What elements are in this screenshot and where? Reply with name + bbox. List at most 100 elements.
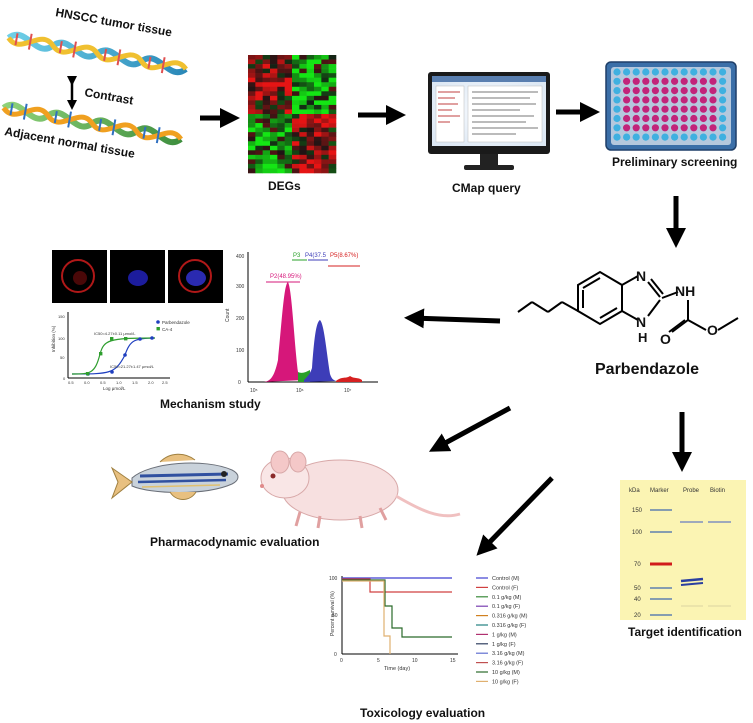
mouse-illustration — [260, 450, 461, 529]
survival-legend-label: Control (F) — [492, 585, 518, 591]
heatmap-cell — [284, 118, 293, 124]
heatmap-cell — [277, 100, 285, 106]
dose-response-chart: Inhibition (%) Log μmol/L IC50=4.27±0.11… — [51, 312, 190, 391]
heatmap-cell — [284, 104, 293, 110]
heatmap-cell — [299, 95, 307, 101]
survival-legend-label: 3.16 g/kg (F) — [492, 661, 523, 667]
heatmap-cell — [328, 123, 337, 128]
heatmap-cell — [255, 86, 263, 92]
heatmap-cell — [277, 104, 285, 110]
heatmap-cell — [262, 163, 271, 169]
heatmap-cell — [321, 168, 329, 174]
survival-legend-label: 0.316 g/kg (M) — [492, 614, 528, 620]
heatmap-cell — [299, 86, 307, 92]
heatmap-cell — [277, 127, 285, 133]
well — [661, 114, 669, 123]
well — [632, 68, 640, 76]
dose-xtick-6: 2.5 — [162, 380, 168, 385]
heatmap-cell — [299, 82, 307, 88]
well — [613, 68, 621, 76]
dose-xtick-4: 1.5 — [132, 380, 138, 385]
well — [690, 96, 698, 104]
heatmap-cell — [314, 127, 322, 133]
heatmap-cell — [262, 168, 271, 174]
heatmap-cell — [277, 91, 285, 97]
heatmap-cell — [270, 154, 278, 160]
heatmap-cell — [255, 104, 263, 110]
heatmap-cell — [314, 132, 322, 137]
heatmap-cell — [270, 59, 278, 65]
heatmap-cell — [284, 145, 293, 151]
zebrafish-illustration — [110, 453, 239, 500]
heatmap-cell — [314, 159, 322, 165]
heatmap-cell — [277, 168, 285, 174]
heatmap-cell — [262, 55, 271, 60]
heatmap-cell — [248, 77, 256, 83]
heatmap-cell — [314, 77, 322, 83]
heatmap-cell — [314, 86, 322, 92]
well — [719, 105, 727, 113]
toxicology-label: Toxicology evaluation — [360, 706, 485, 720]
heatmap-cell — [270, 109, 278, 115]
well — [709, 87, 717, 95]
heatmap-cell — [292, 59, 300, 65]
heatmap-cell — [255, 73, 263, 78]
heatmap-cell — [328, 163, 337, 169]
heatmap-cell — [255, 55, 263, 60]
heatmap-cell — [321, 141, 329, 147]
heatmap-cell — [270, 68, 278, 74]
survival-legend-label: 0.1 g/kg (F) — [492, 604, 520, 610]
heatmap-cell — [270, 64, 278, 69]
heatmap-cell — [328, 136, 337, 142]
survival-legend: Control (M)Control (F)0.1 g/kg (M)0.1 g/… — [476, 576, 528, 685]
well — [642, 133, 650, 141]
heatmap-cell — [321, 64, 329, 69]
heatmap-cell — [328, 114, 337, 119]
heatmap-cell — [299, 109, 307, 115]
heatmap-cell — [299, 123, 307, 128]
flow-cytometry-histogram: 0 100 200 300 400 10⁵ 10⁶ 10⁷ Count P2(4… — [225, 252, 378, 394]
heatmap-cell — [314, 168, 322, 174]
heatmap-cell — [270, 163, 278, 169]
contrast-label: Contrast — [83, 85, 134, 107]
well — [642, 114, 650, 123]
heatmap-cell — [292, 136, 300, 142]
heatmap-cell — [306, 136, 315, 142]
heatmap-cell — [314, 141, 322, 147]
heatmap-cell — [292, 109, 300, 115]
heatmap-cell — [277, 163, 285, 169]
heatmap-cell — [255, 168, 263, 174]
arrow-to-toxicology — [476, 476, 554, 556]
heatmap-cell — [299, 100, 307, 106]
heatmap-cell — [328, 109, 337, 115]
flow-peak-g1 — [262, 282, 304, 382]
heatmap-cell — [255, 109, 263, 115]
heatmap-cell — [292, 82, 300, 88]
heatmap-cell — [277, 132, 285, 137]
well — [699, 114, 708, 123]
heatmap-cell — [321, 68, 329, 74]
heatmap-cell — [255, 114, 263, 119]
heatmap-cell — [248, 127, 256, 133]
flow-ytick-2: 200 — [236, 316, 245, 322]
heatmap-cell — [306, 118, 315, 124]
atom-n-bottom: N — [636, 314, 646, 330]
heatmap-cell — [328, 118, 337, 124]
heatmap-cell — [299, 118, 307, 124]
compound-label: Parbendazole — [595, 361, 699, 378]
heatmap-cell — [292, 100, 300, 106]
heatmap-cell — [262, 154, 271, 160]
atom-h-bottom: H — [638, 330, 647, 345]
heatmap-cell — [248, 159, 256, 165]
heatmap-cell — [306, 127, 315, 133]
heatmap-cell — [255, 64, 263, 69]
well — [671, 114, 679, 123]
heatmap-cell — [328, 104, 337, 110]
dose-ylabel: Inhibition (%) — [51, 325, 56, 352]
heatmap-cell — [306, 100, 315, 106]
heatmap-cell — [314, 82, 322, 88]
heatmap-cell — [277, 95, 285, 101]
heatmap-cell — [292, 141, 300, 147]
well — [661, 133, 669, 141]
heatmap-cell — [314, 109, 322, 115]
